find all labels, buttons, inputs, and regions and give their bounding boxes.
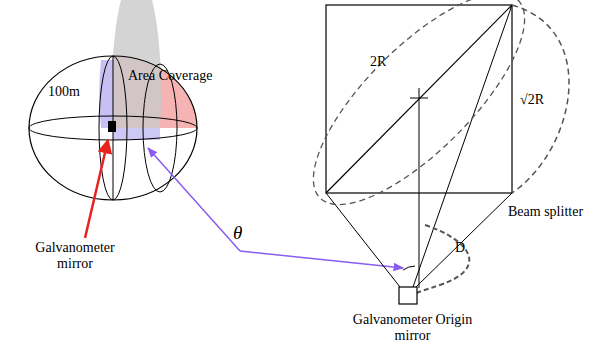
- dashed-arc: [414, 225, 469, 294]
- galvanometer-mirror-symbol: [108, 121, 116, 132]
- angle-arc: [403, 266, 415, 270]
- edge-line: [326, 193, 400, 287]
- meridian: [99, 56, 127, 200]
- dashed-ellipse: [283, 0, 555, 235]
- dashed-arc: [512, 5, 569, 193]
- center-mark: [410, 98, 428, 99]
- region-label: Area Coverage: [128, 68, 212, 84]
- coverage-shade: [113, 0, 161, 128]
- edge-line: [413, 5, 512, 287]
- part-label: Galvanometer Origin mirror: [340, 312, 485, 344]
- angle-label: θ: [233, 222, 242, 244]
- origin-mirror-box: [399, 287, 417, 304]
- part-label: Beam splitter: [508, 204, 583, 220]
- dimension-label: √2R: [520, 92, 544, 108]
- pointer-arrow: [85, 140, 108, 238]
- beam-arrow: [148, 148, 240, 251]
- part-label: Galvanometer mirror: [20, 240, 130, 272]
- dimension-label: 100m: [48, 84, 80, 100]
- dimension-label: 2R: [370, 54, 386, 70]
- meridian-tilted: [143, 64, 177, 192]
- center-line: [419, 88, 420, 288]
- dimension-label: D: [455, 240, 465, 256]
- coverage-blue: [99, 60, 113, 128]
